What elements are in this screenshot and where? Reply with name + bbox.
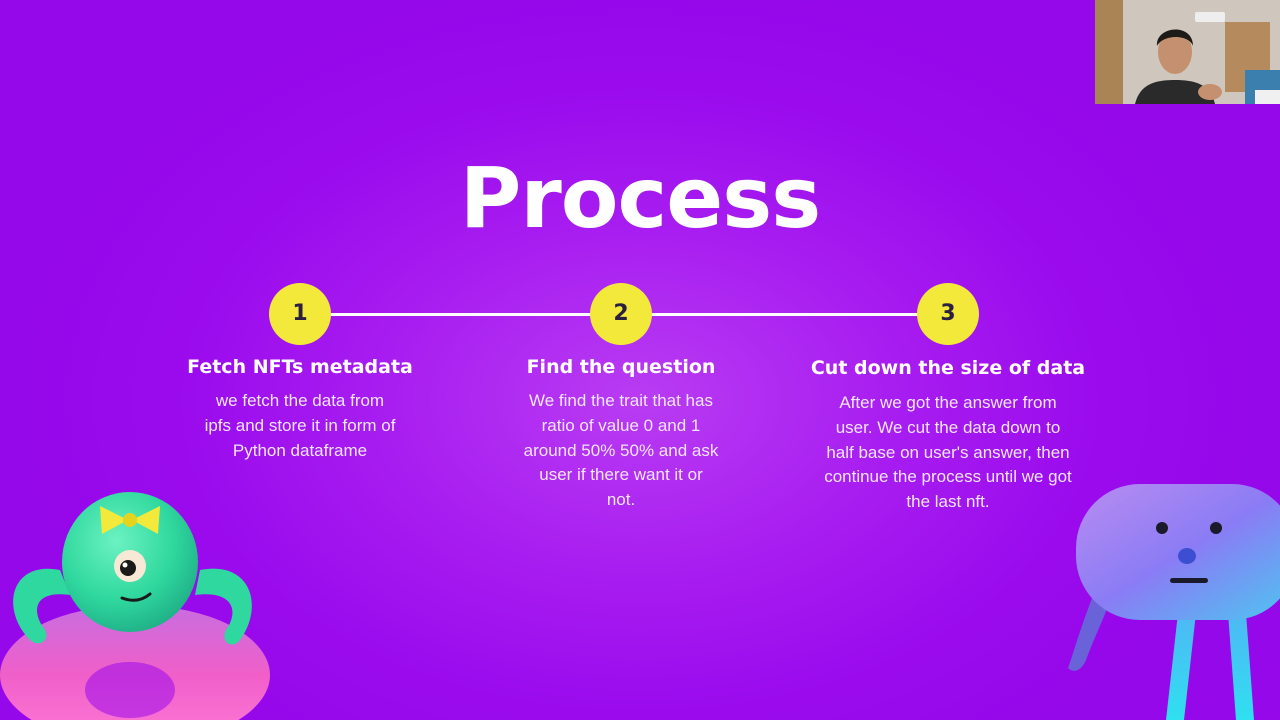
step-2-line: user if there want it or <box>539 465 703 485</box>
step-3-description: After we got the answer from user. We cu… <box>798 391 1098 515</box>
step-2-number-badge: 2 <box>590 283 652 345</box>
step-2-description: We find the trait that has ratio of valu… <box>496 389 746 513</box>
step-3-number-badge: 3 <box>917 283 979 345</box>
step-1-line: Python dataframe <box>232 440 368 460</box>
step-2-line: We find the trait that has <box>529 391 713 410</box>
step-1-title: Fetch NFTs metadata <box>187 356 413 378</box>
slide-title: Process <box>459 149 821 247</box>
step-2-line: not. <box>606 490 636 510</box>
green-monster-illustration <box>0 492 270 720</box>
step-3-line: continue the process until we got <box>824 467 1072 487</box>
step-3-title: Cut down the size of data <box>810 357 1086 379</box>
step-1-line: ipfs and store it in form of <box>204 415 396 435</box>
step-3-line: the last nft. <box>906 492 990 512</box>
step-1-number-badge: 1 <box>269 283 331 345</box>
step-3-line: half base on user's answer, then <box>826 442 1070 462</box>
step-1-line: we fetch the data from <box>215 391 385 410</box>
step-2-line: ratio of value 0 and 1 <box>541 415 701 435</box>
step-3-line: user. We cut the data down to <box>835 417 1061 437</box>
blue-creature-illustration <box>1068 484 1280 720</box>
step-2-line: around 50% 50% and ask <box>523 440 719 460</box>
step-3-line: After we got the answer from <box>839 393 1057 412</box>
step-2-title: Find the question <box>526 356 716 378</box>
presenter-webcam-video <box>1095 0 1280 104</box>
step-1-description: we fetch the data from ipfs and store it… <box>170 389 430 463</box>
